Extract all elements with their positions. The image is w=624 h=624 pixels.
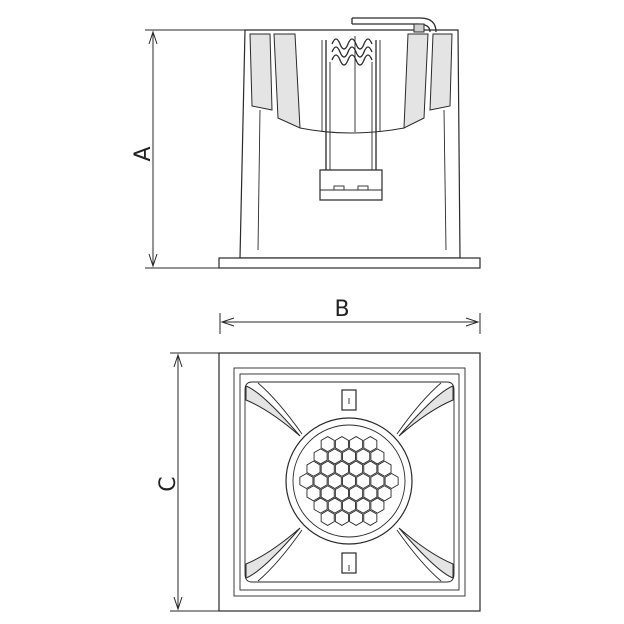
lens-cell	[327, 448, 342, 465]
lens-cell	[327, 472, 342, 490]
lens-cell	[363, 485, 378, 502]
lens-cell	[356, 497, 371, 514]
lens-cell	[334, 460, 349, 477]
lens-cell	[299, 472, 314, 490]
lens-cell	[327, 497, 342, 514]
front-view	[218, 352, 481, 612]
lens-cell	[363, 509, 378, 526]
lens-cell	[370, 448, 385, 465]
connector-block	[319, 169, 383, 201]
petal-top-left	[245, 385, 301, 437]
lens-cell	[356, 472, 371, 490]
lens-cell	[320, 509, 335, 526]
dimension-c: C	[156, 352, 219, 612]
lens-cell	[377, 485, 392, 502]
lens-cell	[363, 436, 378, 453]
lens-cell	[313, 497, 328, 514]
petal-top-right	[398, 385, 454, 437]
heatsink-fin-right-inner	[403, 33, 429, 129]
lens-cell	[370, 497, 385, 514]
side-view	[218, 17, 481, 269]
lens-cell	[342, 448, 356, 465]
petal-bottom-right	[398, 527, 454, 579]
lens-cell	[320, 436, 335, 453]
lens-cell	[384, 472, 399, 490]
lens-cell	[363, 460, 378, 477]
dimension-b-label: B	[334, 297, 349, 322]
honeycomb-lens	[299, 436, 399, 526]
lens-cell	[377, 460, 392, 477]
lens-cell	[306, 460, 321, 477]
inner-frame	[233, 367, 466, 597]
lens-cell	[334, 485, 349, 502]
spring-clip	[325, 38, 377, 172]
lens-cell	[320, 485, 335, 502]
lens-cell	[342, 472, 356, 490]
lens-cell	[306, 485, 321, 502]
lens-cell	[349, 436, 364, 453]
lens-cell	[370, 472, 385, 490]
dimension-a-label: A	[131, 146, 156, 161]
heatsink-fin-right	[429, 33, 453, 111]
dimension-b: B	[219, 297, 481, 334]
lens-cell	[342, 497, 356, 514]
lens-cell	[334, 436, 349, 453]
lens-cell	[356, 448, 371, 465]
lens-cell	[334, 509, 349, 526]
lens-cell	[320, 460, 335, 477]
heatsink-fin-left-inner	[273, 33, 301, 129]
petal-bottom-left	[245, 527, 301, 579]
heatsink-fin-left	[249, 33, 273, 111]
lens-cell	[349, 485, 364, 502]
cable	[351, 17, 437, 33]
flange-side	[218, 257, 481, 269]
lens-cell	[349, 460, 364, 477]
lens-cell	[313, 472, 328, 490]
lens-cell	[349, 509, 364, 526]
lens-cell	[313, 448, 328, 465]
clip-bottom	[341, 552, 357, 574]
dimension-a: A	[131, 29, 248, 269]
dimension-c-label: C	[156, 476, 181, 491]
